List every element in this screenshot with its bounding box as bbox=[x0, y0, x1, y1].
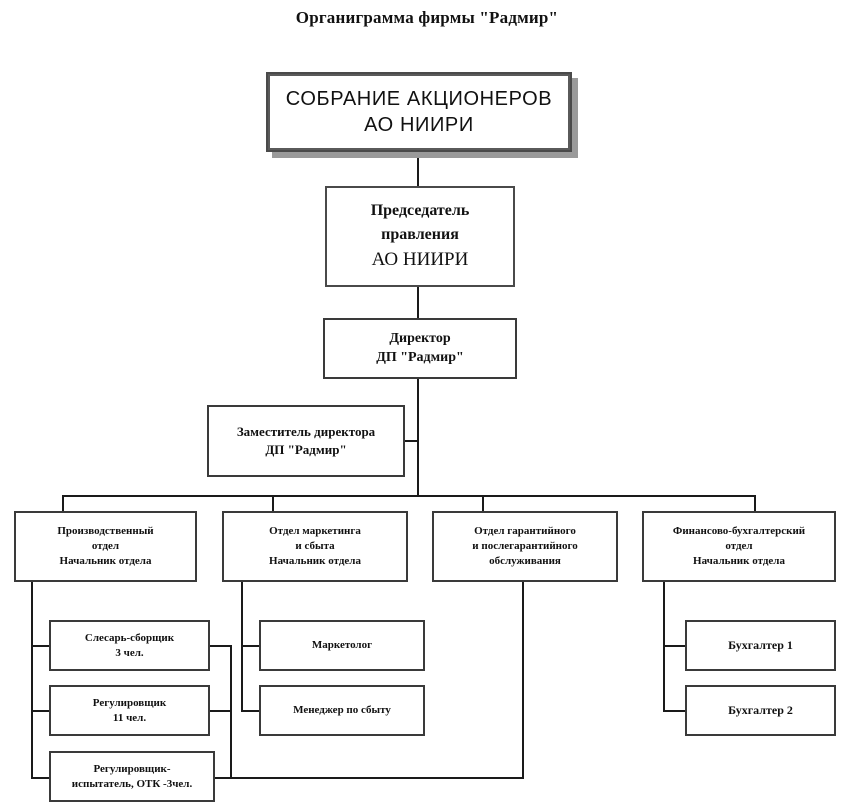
node-shareholders-assembly[interactable]: СОБРАНИЕ АКЦИОНЕРОВ АО НИИРИ bbox=[266, 72, 572, 152]
director-line-1: Директор bbox=[389, 330, 451, 346]
production-staff-3-line-1: Регулировщик- bbox=[93, 762, 171, 775]
connector-department-bus bbox=[62, 495, 756, 497]
node-staff-accountant-1[interactable]: Бухгалтер 1 bbox=[685, 620, 836, 671]
dept-1-line-3: Начальник отдела bbox=[59, 554, 152, 567]
dept-4-line-2: отдел bbox=[725, 540, 753, 553]
dept-2-line-3: Начальник отдела bbox=[269, 554, 361, 567]
node-staff-assembler[interactable]: Слесарь-сборщик 3 чел. bbox=[49, 620, 210, 671]
node-department-finance[interactable]: Финансово-бухгалтерский отдел Начальник … bbox=[642, 511, 836, 582]
director-line-2: ДП "Радмир" bbox=[376, 349, 464, 365]
dept-2-line-2: и сбыта bbox=[295, 540, 335, 553]
marketing-staff-1-line-1: Маркетолог bbox=[311, 639, 373, 652]
dept-3-line-2: и послегарантийного bbox=[472, 540, 578, 553]
node-chairman[interactable]: Председатель правления АО НИИРИ bbox=[325, 186, 515, 287]
deputy-line-1: Заместитель директора bbox=[236, 424, 376, 440]
production-staff-2-line-2: 11 чел. bbox=[112, 711, 147, 724]
connector-warranty-drop bbox=[522, 582, 524, 779]
production-staff-2-line-1: Регулировщик bbox=[92, 696, 167, 709]
connector-bus-to-dept-4 bbox=[754, 495, 756, 511]
shareholders-line-1: СОБРАНИЕ АКЦИОНЕРОВ bbox=[285, 88, 553, 110]
connector-finance-stub-2 bbox=[663, 710, 685, 712]
marketing-staff-2-line-1: Менеджер по сбыту bbox=[293, 704, 391, 717]
connector-director-trunk bbox=[417, 379, 419, 496]
connector-production-return-spine bbox=[230, 645, 232, 779]
dept-3-line-3: обслуживания bbox=[489, 554, 561, 567]
connector-finance-stub-1 bbox=[663, 645, 685, 647]
shareholders-inner-frame: СОБРАНИЕ АКЦИОНЕРОВ АО НИИРИ bbox=[268, 74, 570, 150]
production-staff-1-line-2: 3 чел. bbox=[115, 646, 144, 659]
deputy-line-2: ДП "Радмир" bbox=[265, 442, 347, 457]
node-director[interactable]: Директор ДП "Радмир" bbox=[323, 318, 517, 379]
connector-bottom-rail bbox=[49, 777, 524, 779]
finance-staff-1-line-1: Бухгалтер 1 bbox=[728, 638, 793, 653]
dept-2-line-1: Отдел маркетинга bbox=[269, 525, 361, 538]
connector-finance-spine bbox=[663, 582, 665, 712]
connector-production-stub-1 bbox=[31, 645, 49, 647]
chairman-line-3: АО НИИРИ bbox=[371, 249, 469, 271]
node-department-marketing[interactable]: Отдел маркетинга и сбыта Начальник отдел… bbox=[222, 511, 408, 582]
connector-production-stub-3 bbox=[31, 777, 49, 779]
node-staff-tester-qc[interactable]: Регулировщик- испытатель, ОТК -3чел. bbox=[49, 751, 215, 802]
dept-4-line-1: Финансово-бухгалтерский bbox=[672, 525, 806, 538]
connector-bus-to-dept-2 bbox=[272, 495, 274, 511]
shareholders-line-2: АО НИИРИ bbox=[364, 114, 474, 136]
node-staff-sales-manager[interactable]: Менеджер по сбыту bbox=[259, 685, 425, 736]
node-department-production[interactable]: Производственный отдел Начальник отдела bbox=[14, 511, 197, 582]
connector-bus-to-dept-1 bbox=[62, 495, 64, 511]
node-staff-accountant-2[interactable]: Бухгалтер 2 bbox=[685, 685, 836, 736]
connector-deputy-to-trunk bbox=[404, 440, 419, 442]
node-staff-marketer[interactable]: Маркетолог bbox=[259, 620, 425, 671]
node-department-warranty[interactable]: Отдел гарантийного и послегарантийного о… bbox=[432, 511, 618, 582]
dept-3-line-1: Отдел гарантийного bbox=[474, 525, 576, 538]
chairman-line-1: Председатель bbox=[370, 202, 470, 220]
connector-chairman-to-director bbox=[417, 287, 419, 318]
connector-marketing-stub-1 bbox=[241, 645, 259, 647]
node-deputy-director[interactable]: Заместитель директора ДП "Радмир" bbox=[207, 405, 405, 477]
dept-4-line-3: Начальник отдела bbox=[693, 554, 785, 567]
connector-shareholders-to-chairman bbox=[417, 152, 419, 186]
connector-marketing-stub-2 bbox=[241, 710, 259, 712]
connector-production-stub-2 bbox=[31, 710, 49, 712]
finance-staff-2-line-1: Бухгалтер 2 bbox=[728, 703, 793, 718]
connector-production-return-2 bbox=[210, 710, 232, 712]
connector-bus-to-dept-3 bbox=[482, 495, 484, 511]
production-staff-3-line-2: испытатель, ОТК -3чел. bbox=[71, 777, 193, 790]
dept-1-line-2: отдел bbox=[91, 540, 120, 553]
chairman-line-2: правления bbox=[381, 226, 459, 244]
page-title: Органиграмма фирмы "Радмир" bbox=[295, 8, 559, 27]
dept-1-line-1: Производственный bbox=[57, 525, 154, 538]
connector-production-spine bbox=[31, 582, 33, 779]
production-staff-1-line-1: Слесарь-сборщик bbox=[84, 631, 175, 644]
node-staff-adjuster[interactable]: Регулировщик 11 чел. bbox=[49, 685, 210, 736]
connector-production-return-1 bbox=[210, 645, 232, 647]
